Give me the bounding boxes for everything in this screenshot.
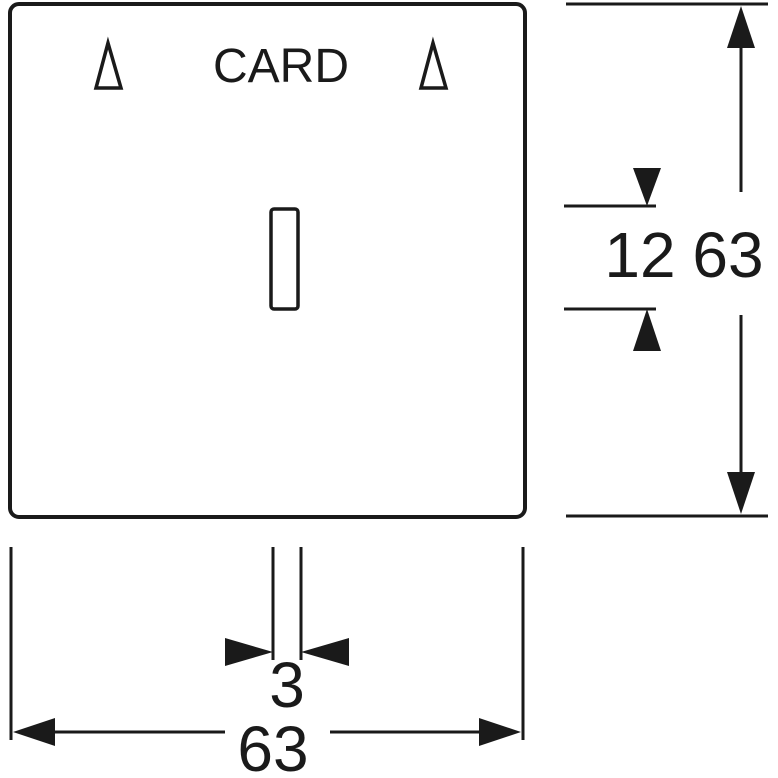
arrowhead-left-icon (13, 718, 55, 746)
insert-arrow-left-icon (93, 36, 124, 90)
card-slot (269, 207, 300, 311)
dimension-overall-height: 63 (692, 219, 763, 291)
dimension-slot-height: 12 (604, 219, 675, 291)
arrowhead-slot-left-icon (301, 638, 349, 666)
arrowhead-slot-up-icon (633, 309, 661, 351)
arrowhead-slot-right-icon (225, 638, 273, 666)
arrowhead-right-icon (479, 718, 521, 746)
dimension-overall-width: 63 (237, 713, 308, 778)
card-label: CARD (213, 40, 349, 93)
arrowhead-up-icon (727, 6, 755, 48)
arrowhead-slot-down-icon (633, 168, 661, 206)
card-plate-outline (8, 2, 527, 519)
arrowhead-down-icon (727, 472, 755, 514)
insert-arrow-right-icon (418, 36, 449, 90)
dimension-slot-width: 3 (269, 649, 305, 721)
